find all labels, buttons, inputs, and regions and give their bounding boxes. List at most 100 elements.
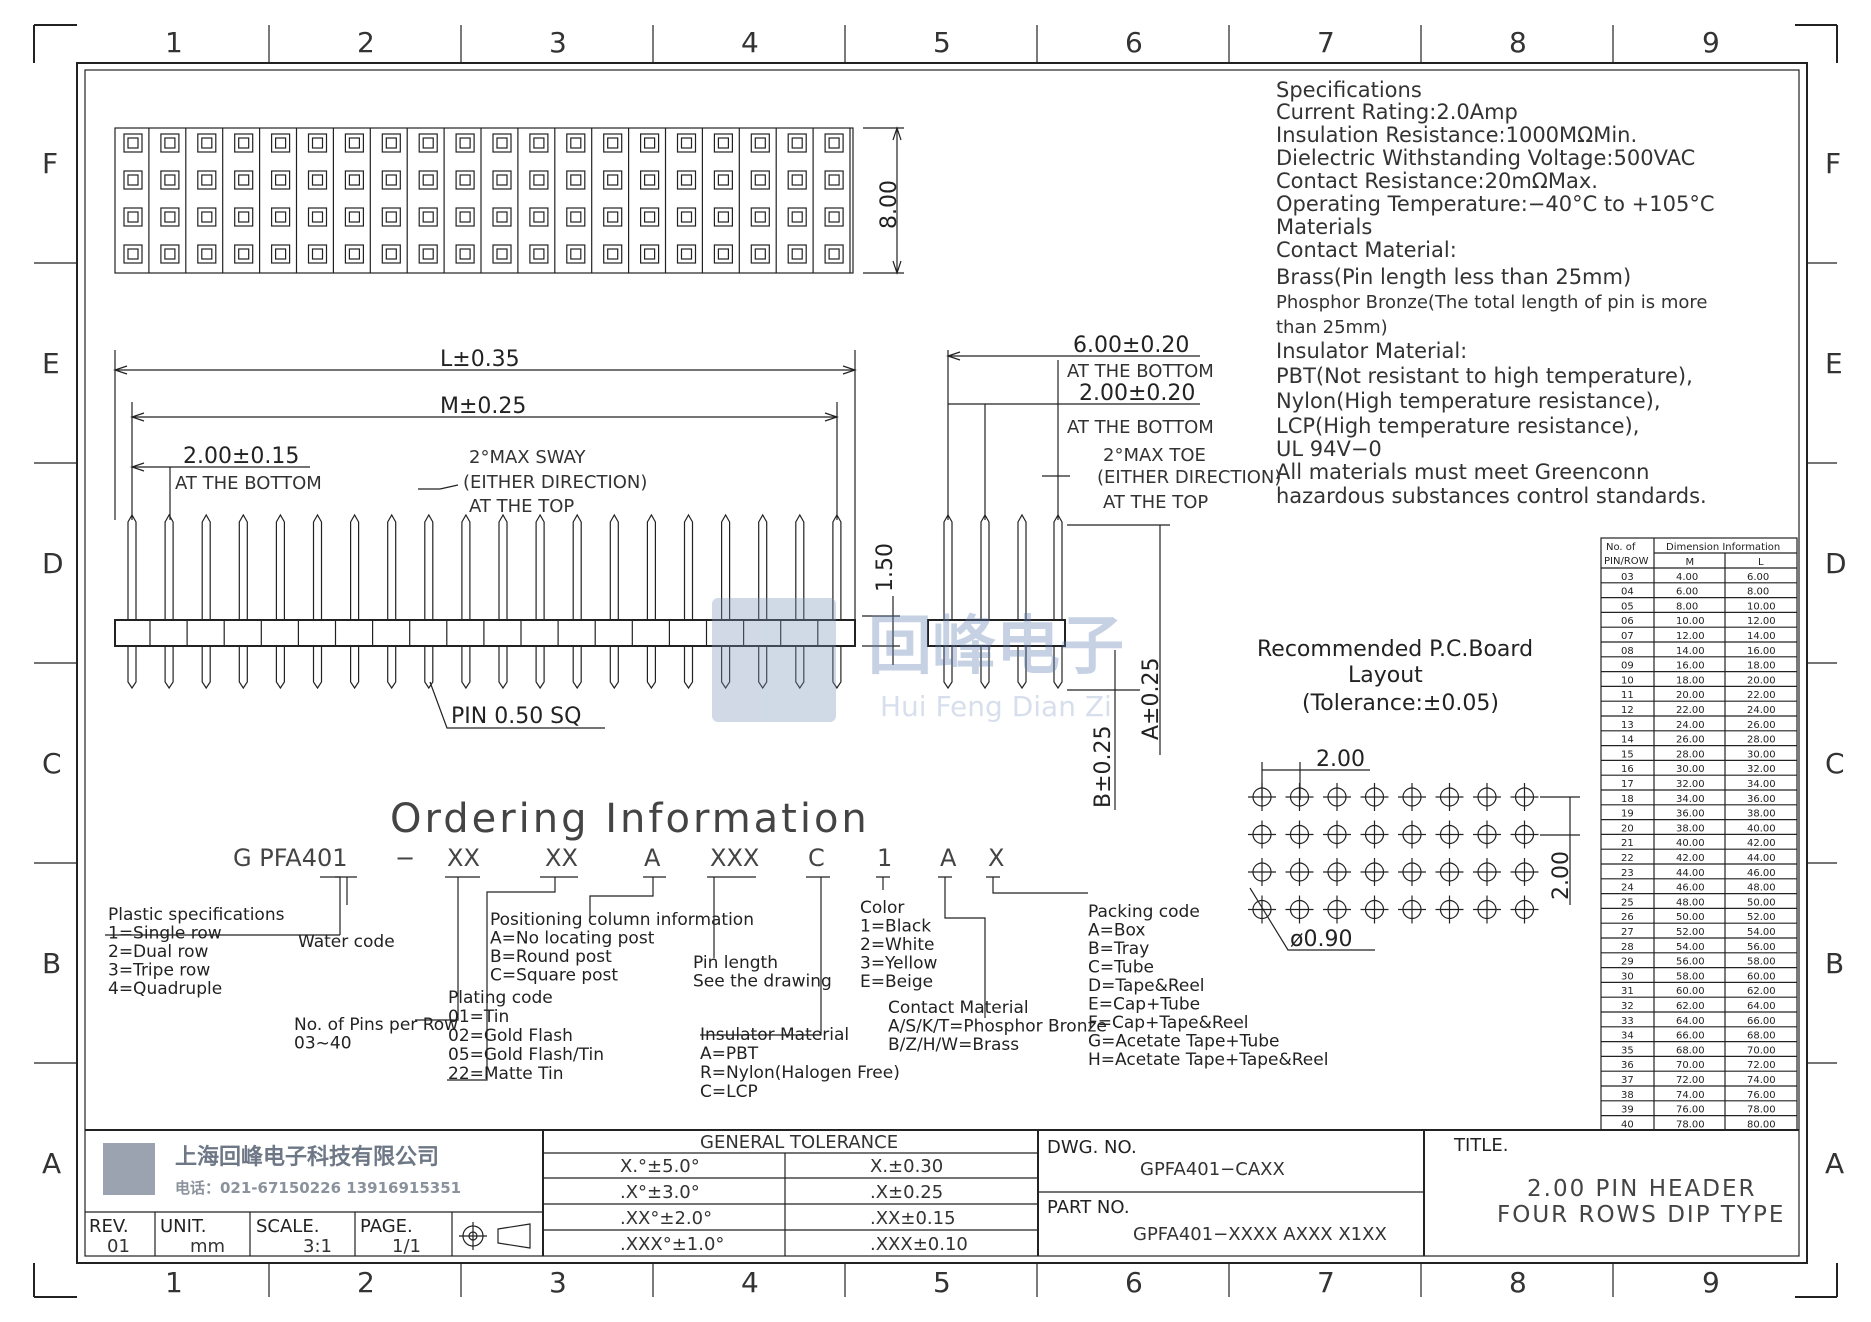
table-cell-count: 14 [1621,735,1634,746]
table-cell-m: 24.00 [1676,720,1705,731]
page-value: 1/1 [392,1236,421,1257]
table-cell-m: 20.00 [1676,690,1705,701]
pcb-pitch-y: 2.00 [1549,851,1574,900]
spec-line: Contact Material: [1276,238,1457,262]
watermark: 回峰电子 Hui Feng Dian Zi [712,598,1124,723]
spec-line: Nylon(High temperature resistance), [1276,389,1661,413]
zone-row-right: B [1825,947,1844,980]
sway-note-1: 2°MAX SWAY [469,447,587,468]
drawing-title-2: FOUR ROWS DIP TYPE [1497,1202,1785,1228]
dim-m: M±0.25 [440,394,526,419]
front-pin [498,513,508,690]
table-cell-l: 16.00 [1747,646,1776,657]
top-view-pin [307,244,328,264]
table-cell-count: 13 [1621,720,1634,731]
plastic-spec-line: 4=Quadruple [108,979,222,999]
top-view-pin [676,170,697,190]
tolerance-linear: .XX±0.15 [870,1208,956,1229]
color-line: Color [860,898,904,918]
top-view-pin [123,207,143,227]
table-cell-m: 76.00 [1676,1105,1705,1116]
drawing-title-1: 2.00 PIN HEADER [1527,1176,1756,1202]
top-view-pin [344,170,364,190]
table-cell-count: 12 [1621,705,1634,716]
spec-line: Phosphor Bronze(The total length of pin … [1276,292,1707,313]
zone-col-top: 5 [933,26,951,59]
table-cell-count: 26 [1621,912,1634,923]
packing-code-line: D=Tape&Reel [1088,976,1205,996]
table-cell-count: 40 [1621,1119,1634,1130]
order-code-segment: XXX [710,844,759,872]
front-pin [609,513,619,690]
front-pin [275,513,285,690]
top-view-pin [197,244,217,264]
part-value: GPFA401−XXXX AXXX X1XX [1133,1224,1387,1245]
top-view-pin [676,244,697,264]
table-cell-m: 60.00 [1676,986,1705,997]
spec-line: Insulation Resistance:1000MΩMin. [1276,123,1637,147]
table-cell-l: 10.00 [1747,601,1776,612]
zone-row-right: C [1825,747,1845,780]
packing-code-line: B=Tray [1088,939,1149,959]
toe-note-3: AT THE TOP [1103,492,1208,513]
pcb-hole-size: ø0.90 [1290,927,1352,952]
top-view-pin [123,244,143,264]
plating-code-line: Plating code [448,988,553,1008]
top-view-pin [160,170,180,190]
table-cell-l: 36.00 [1747,794,1776,805]
top-view-pin [750,207,770,227]
tolerance-angle: .XXX°±1.0° [620,1234,724,1255]
insulator-line: C=LCP [700,1082,758,1102]
zone-row-left: F [42,147,58,180]
company-name: 上海回峰电子科技有限公司 [175,1144,439,1170]
zone-col-bottom: 1 [165,1266,183,1299]
table-cell-m: 46.00 [1676,883,1705,894]
table-cell-l: 32.00 [1747,764,1776,775]
front-pin [572,513,582,690]
top-view-pin [123,170,143,190]
table-cell-m: 28.00 [1676,749,1705,760]
contact-material-line: Contact Material [888,998,1029,1018]
zone-col-top: 4 [741,26,759,59]
zone-row-left: A [42,1147,61,1180]
table-cell-m: 38.00 [1676,823,1705,834]
top-view-pin [750,244,770,264]
zone-row-left: C [42,747,62,780]
top-view-pin [160,244,180,264]
table-cell-l: 18.00 [1747,661,1776,672]
table-cell-m: 52.00 [1676,927,1705,938]
table-cell-l: 54.00 [1747,927,1776,938]
table-cell-m: 66.00 [1676,1031,1705,1042]
table-cell-l: 30.00 [1747,749,1776,760]
zone-col-top: 7 [1317,26,1335,59]
table-cell-l: 48.00 [1747,883,1776,894]
table-cell-l: 34.00 [1747,779,1776,790]
table-cell-m: 34.00 [1676,794,1705,805]
insulator-line: A=PBT [700,1044,759,1064]
toe-note-1: 2°MAX TOE [1103,445,1206,466]
table-cell-l: 44.00 [1747,853,1776,864]
pins-per-row-line: No. of Pins per Row [294,1015,458,1035]
unit-label: UNIT. [160,1216,207,1237]
table-cell-m: 16.00 [1676,661,1705,672]
front-pin [535,513,545,690]
zone-row-right: E [1825,347,1843,380]
zone-col-bottom: 3 [549,1266,567,1299]
contact-material-line: A/S/K/T=Phosphor Bronze [888,1017,1107,1037]
top-view-pin [713,244,734,264]
zone-col-bottom: 6 [1125,1266,1143,1299]
toe-note-2: (EITHER DIRECTION) [1097,467,1281,488]
zone-col-bottom: 7 [1317,1266,1335,1299]
pcb-pitch-x: 2.00 [1316,747,1365,772]
pcb-title-3: (Tolerance:±0.05) [1302,691,1499,716]
table-cell-count: 30 [1621,971,1634,982]
top-view-pin [639,170,660,190]
zone-col-bottom: 8 [1509,1266,1527,1299]
zone-col-top: 9 [1702,26,1720,59]
table-cell-count: 15 [1621,749,1634,760]
spec-line: Contact Resistance:20mΩMax. [1276,169,1598,193]
plating-code-line: 01=Tin [448,1007,509,1027]
spec-line: Operating Temperature:−40°C to +105°C [1276,192,1715,216]
table-cell-m: 4.00 [1676,572,1698,583]
